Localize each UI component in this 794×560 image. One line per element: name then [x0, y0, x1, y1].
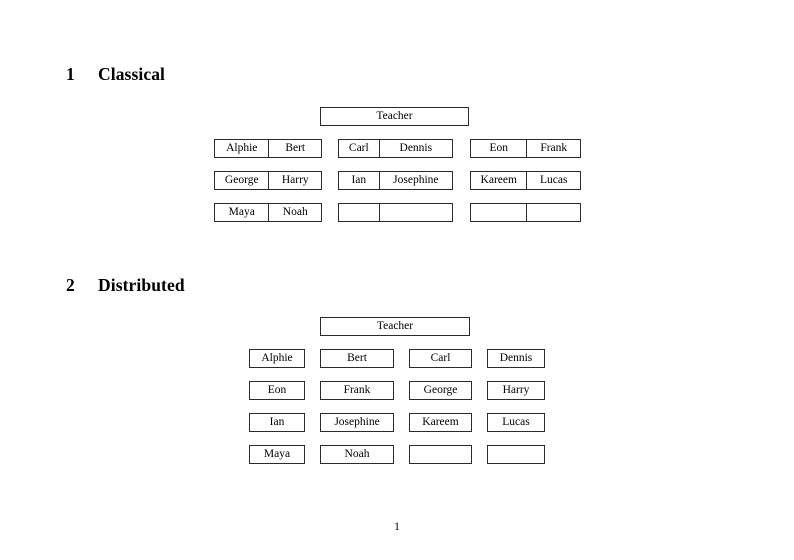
- student-cell[interactable]: Alphie: [226, 141, 258, 154]
- student-cell[interactable]: Lucas: [526, 172, 580, 189]
- student-box[interactable]: Josephine: [320, 413, 394, 432]
- student-box[interactable]: Alphie: [249, 349, 305, 368]
- student-box-empty[interactable]: [487, 445, 545, 464]
- student-cell-empty[interactable]: [471, 204, 526, 221]
- student-box[interactable]: Eon: [249, 381, 305, 400]
- student-box[interactable]: Maya: [249, 445, 305, 464]
- student-group-row[interactable]: [338, 203, 453, 222]
- student-cell[interactable]: Eon: [489, 141, 508, 154]
- student-box[interactable]: Ian: [249, 413, 305, 432]
- student-box[interactable]: George: [409, 381, 472, 400]
- student-cell[interactable]: Kareem: [480, 173, 517, 186]
- student-cell-empty[interactable]: [378, 204, 452, 221]
- student-group-row[interactable]: [470, 203, 581, 222]
- section-number: 1: [66, 64, 75, 84]
- student-group-row[interactable]: George Harry: [214, 171, 322, 190]
- section-number: 2: [66, 275, 75, 295]
- student-group-row[interactable]: Ian Josephine: [338, 171, 453, 190]
- section-heading-classical: 1 Classical: [66, 64, 165, 85]
- teacher-box-distributed[interactable]: Teacher: [320, 317, 470, 336]
- student-box[interactable]: Bert: [320, 349, 394, 368]
- student-cell[interactable]: Maya: [228, 205, 255, 218]
- student-cell[interactable]: Carl: [348, 141, 369, 154]
- student-group-row[interactable]: Carl Dennis: [338, 139, 453, 158]
- page-number: 1: [394, 521, 400, 533]
- student-group-row[interactable]: Kareem Lucas: [470, 171, 581, 190]
- student-group-row[interactable]: Maya Noah: [214, 203, 322, 222]
- student-cell[interactable]: Frank: [526, 140, 580, 157]
- student-box[interactable]: Harry: [487, 381, 545, 400]
- section-heading-distributed: 2 Distributed: [66, 275, 185, 296]
- student-cell[interactable]: George: [224, 173, 259, 186]
- student-cell[interactable]: Ian: [351, 173, 367, 186]
- student-cell[interactable]: Harry: [268, 172, 321, 189]
- student-cell-empty[interactable]: [526, 204, 580, 221]
- student-cell-empty[interactable]: [339, 204, 379, 221]
- section-title: Distributed: [98, 275, 185, 295]
- student-cell[interactable]: Josephine: [378, 172, 452, 189]
- student-cell[interactable]: Dennis: [378, 140, 452, 157]
- student-box[interactable]: Kareem: [409, 413, 472, 432]
- student-cell[interactable]: Bert: [268, 140, 321, 157]
- student-box[interactable]: Lucas: [487, 413, 545, 432]
- student-group-row[interactable]: Eon Frank: [470, 139, 581, 158]
- section-title: Classical: [98, 64, 166, 84]
- student-group-row[interactable]: Alphie Bert: [214, 139, 322, 158]
- teacher-box-classical[interactable]: Teacher: [320, 107, 469, 126]
- student-cell[interactable]: Noah: [268, 204, 321, 221]
- student-box[interactable]: Frank: [320, 381, 394, 400]
- student-box[interactable]: Dennis: [487, 349, 545, 368]
- student-box-empty[interactable]: [409, 445, 472, 464]
- student-box[interactable]: Carl: [409, 349, 472, 368]
- student-box[interactable]: Noah: [320, 445, 394, 464]
